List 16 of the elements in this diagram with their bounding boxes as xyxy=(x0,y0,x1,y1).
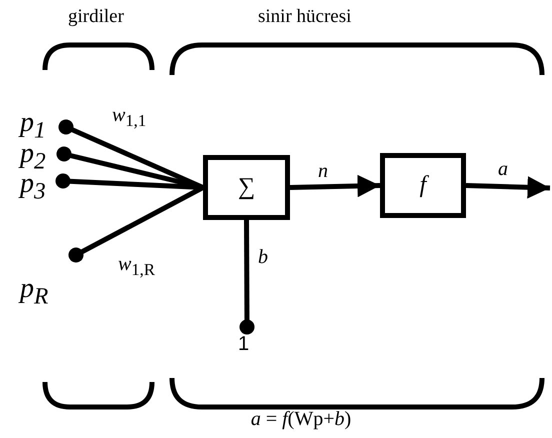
caption: a = f(Wp+b) xyxy=(250,408,352,431)
arrow xyxy=(290,174,380,198)
group-label: girdiler xyxy=(68,6,124,28)
edge-label: w$_{1,1}$ xyxy=(112,104,146,131)
arrow xyxy=(466,176,550,199)
group-label: sinir hücresi xyxy=(258,6,352,28)
input-label: p$_{1}$ xyxy=(20,106,48,140)
edge-label: w$_{1,R}$ xyxy=(118,253,155,280)
bias-input-label: 1 xyxy=(238,331,256,357)
edge-label: b xyxy=(258,246,268,269)
process-box: f xyxy=(380,153,466,218)
input-label: p$_{R}$ xyxy=(20,272,54,306)
edge-label: a xyxy=(498,158,508,181)
connector-line xyxy=(240,220,254,334)
process-box: ∑ xyxy=(203,155,290,220)
edge-label: n xyxy=(318,160,328,183)
